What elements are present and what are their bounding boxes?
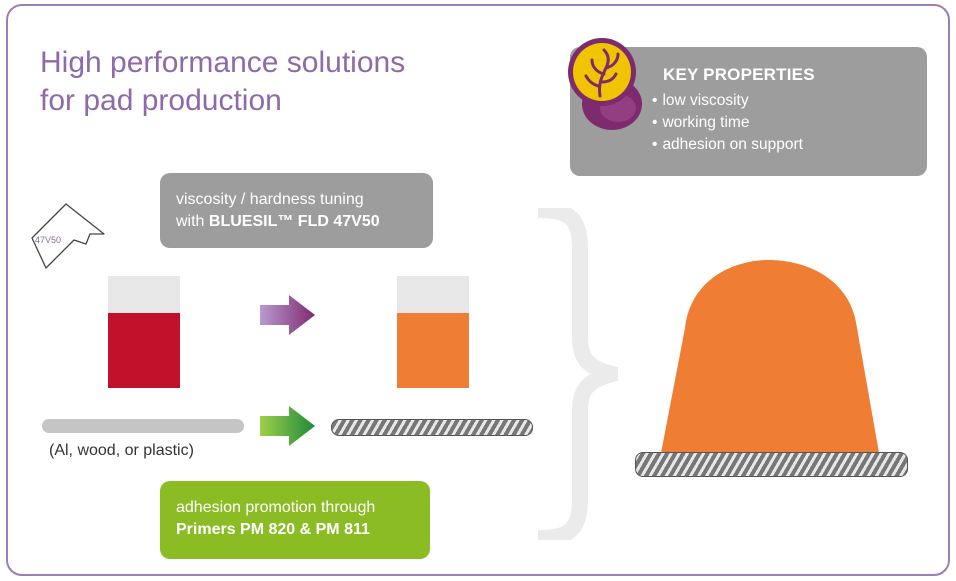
plain-support-bar <box>42 419 244 433</box>
title-line-1: High performance solutions <box>40 46 406 79</box>
key-properties-list: low viscosity working time adhesion on s… <box>652 90 803 156</box>
key-properties-heading: KEY PROPERTIES <box>663 65 815 84</box>
viscosity-product: BLUESIL™ FLD 47V50 <box>208 213 380 230</box>
primed-support-bar <box>331 419 533 436</box>
viscosity-tuning-box: viscosity / hardness tuning with BLUESIL… <box>160 173 433 248</box>
red-silicone-fill <box>108 313 180 388</box>
cup-empty-space <box>397 276 469 313</box>
primers-line-2: Primers PM 820 & PM 811 <box>176 519 430 541</box>
purple-arrow-icon <box>260 295 315 335</box>
curly-brace-icon <box>538 208 618 540</box>
viscosity-line-2: with BLUESIL™ FLD 47V50 <box>176 211 433 233</box>
product-tag-label: 47V50 <box>35 235 62 245</box>
mold-cup-tuned <box>397 276 469 388</box>
diagram-frame <box>6 4 950 576</box>
pad-base-support <box>635 452 908 477</box>
primers-product: Primers PM 820 & PM 811 <box>176 521 370 538</box>
green-arrow-icon <box>260 406 315 446</box>
page-title: High performance solutions for pad produ… <box>40 44 405 120</box>
viscosity-prefix: with <box>176 213 209 230</box>
finished-pad-icon <box>661 260 879 453</box>
title-line-2: for pad production <box>40 84 282 117</box>
viscosity-line-1: viscosity / hardness tuning <box>176 191 364 208</box>
cup-empty-space <box>108 276 180 313</box>
key-property-item: working time <box>652 112 803 134</box>
mold-cup-start <box>108 276 180 388</box>
key-property-item: adhesion on support <box>652 134 802 156</box>
support-material-label: (Al, wood, or plastic) <box>49 442 194 459</box>
primers-line-1: adhesion promotion through <box>176 499 376 516</box>
orange-silicone-fill <box>397 313 469 388</box>
adhesion-promotion-box: adhesion promotion through Primers PM 82… <box>160 481 430 559</box>
product-tag-icon <box>31 203 105 269</box>
key-property-item: low viscosity <box>652 90 803 112</box>
sprout-icon <box>568 38 642 130</box>
